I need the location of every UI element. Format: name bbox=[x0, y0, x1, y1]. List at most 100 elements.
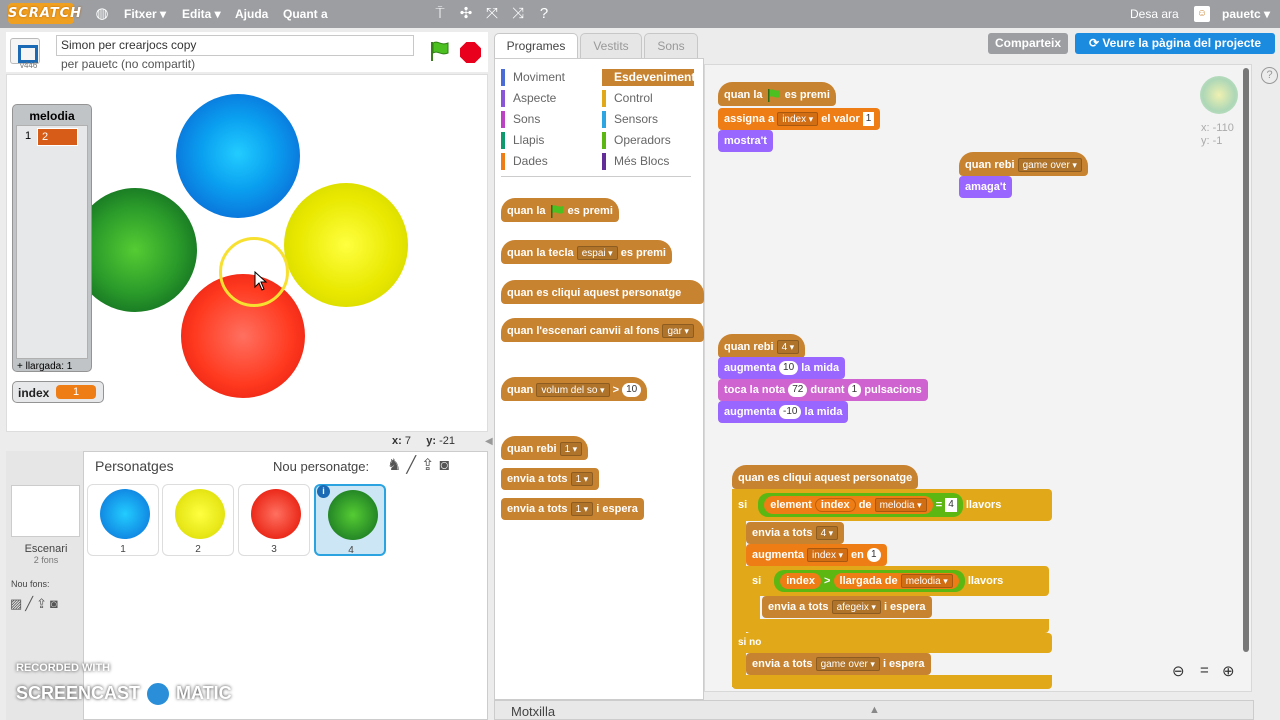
message-dropdown[interactable]: 1 bbox=[570, 472, 594, 487]
value-input[interactable]: 1 bbox=[862, 112, 875, 127]
sensor-dropdown[interactable]: volum del so bbox=[536, 383, 610, 398]
category-sound[interactable]: Sons bbox=[501, 111, 540, 128]
greater-than-operator[interactable]: index > llargada de melodia bbox=[774, 570, 965, 593]
menu-about[interactable]: Quant a bbox=[283, 7, 328, 21]
value-input[interactable]: 1 bbox=[866, 548, 881, 563]
note-input[interactable]: 72 bbox=[788, 383, 808, 398]
help-icon[interactable]: ? bbox=[1261, 67, 1278, 84]
green-flag-icon[interactable] bbox=[428, 40, 450, 62]
script-when-receive-4[interactable]: quan rebi 4 bbox=[718, 334, 806, 358]
list-dropdown[interactable]: melodia bbox=[874, 498, 927, 513]
tab-sounds[interactable]: Sons bbox=[644, 33, 698, 58]
script-when-receive-game-over[interactable]: quan rebi game over bbox=[959, 152, 1088, 176]
image-icon[interactable]: ▨ bbox=[10, 596, 26, 611]
help-icon[interactable]: ? bbox=[539, 5, 549, 22]
value-input[interactable]: -10 bbox=[779, 405, 802, 420]
script-change-variable[interactable]: augmenta index en 1 bbox=[746, 544, 887, 566]
palette-broadcast-and-wait[interactable]: envia a tots 1 i espera bbox=[501, 498, 644, 520]
script-change-size-negative[interactable]: augmenta -10 la mida bbox=[718, 401, 849, 423]
script-show[interactable]: mostra't bbox=[718, 130, 773, 152]
upload-icon[interactable]: ⇪ bbox=[36, 596, 51, 611]
project-title-input[interactable]: Simon per crearjocs copy bbox=[56, 35, 414, 56]
script-hide[interactable]: amaga't bbox=[959, 176, 1013, 198]
menu-help[interactable]: Ajuda bbox=[235, 7, 269, 21]
message-dropdown[interactable]: 4 bbox=[815, 526, 839, 541]
sprite-green-circle[interactable] bbox=[73, 188, 197, 312]
script-set-variable[interactable]: assigna a index el valor 1 bbox=[718, 108, 881, 130]
value-input[interactable]: 10 bbox=[622, 383, 642, 398]
category-pen[interactable]: Llapis bbox=[501, 132, 544, 149]
list-monitor-melodia[interactable]: melodia 1 2 + llargada: 1 bbox=[12, 104, 92, 372]
cut-icon[interactable]: ✣ bbox=[459, 5, 473, 22]
script-when-sprite-clicked[interactable]: quan es cliqui aquest personatge bbox=[732, 465, 919, 489]
shrink-icon[interactable]: ⤨ bbox=[511, 5, 524, 22]
upload-icon[interactable]: ⇪ bbox=[420, 457, 440, 474]
zoom-in-icon[interactable]: ⊕ bbox=[1222, 663, 1235, 680]
sprite-yellow-circle[interactable] bbox=[284, 183, 408, 307]
palette-when-receive[interactable]: quan rebi 1 bbox=[501, 436, 589, 460]
duplicate-icon[interactable]: ⍑ bbox=[435, 5, 445, 22]
category-events[interactable]: Esdeveniments bbox=[602, 69, 702, 86]
paint-icon[interactable]: ╱ bbox=[25, 596, 37, 611]
collapse-stage-icon[interactable]: ◀ bbox=[485, 436, 493, 447]
tab-costumes[interactable]: Vestits bbox=[580, 33, 642, 58]
sprite-thumb-1[interactable]: 1 bbox=[87, 484, 159, 556]
user-menu[interactable]: pauetc ▾ bbox=[1222, 7, 1271, 21]
library-icon[interactable]: ♞ bbox=[387, 457, 407, 474]
script-when-flag-clicked[interactable]: quan la es premi bbox=[718, 82, 836, 106]
share-button[interactable]: Comparteix bbox=[988, 33, 1068, 54]
paint-icon[interactable]: ╱ bbox=[406, 457, 421, 474]
stage-thumbnail[interactable] bbox=[11, 485, 80, 537]
palette-when-loudness[interactable]: quan volum del so > 10 bbox=[501, 377, 648, 401]
scratch-logo[interactable]: SCRATCH bbox=[8, 3, 81, 24]
zoom-out-icon[interactable]: ⊖ bbox=[1172, 663, 1185, 680]
script-if-block[interactable]: si element index de melodia = 4 llavors bbox=[732, 489, 1052, 521]
index-reporter[interactable]: index bbox=[780, 573, 821, 590]
key-dropdown[interactable]: espai bbox=[576, 246, 618, 261]
palette-when-flag-clicked[interactable]: quan la es premi bbox=[501, 198, 619, 222]
backpack-bar[interactable]: Motxilla▲ bbox=[494, 700, 1254, 720]
category-more-blocks[interactable]: Més Blocs bbox=[602, 153, 669, 170]
beats-input[interactable]: 1 bbox=[847, 383, 862, 398]
palette-broadcast[interactable]: envia a tots 1 bbox=[501, 468, 600, 490]
value-input[interactable]: 10 bbox=[779, 361, 799, 376]
message-dropdown[interactable]: game over bbox=[1017, 158, 1082, 173]
sprite-blue-circle[interactable] bbox=[176, 94, 300, 218]
message-dropdown[interactable]: 1 bbox=[559, 442, 583, 457]
message-dropdown[interactable]: game over bbox=[815, 657, 880, 672]
sprite-thumb-3[interactable]: 3 bbox=[238, 484, 310, 556]
category-looks[interactable]: Aspecte bbox=[501, 90, 556, 107]
script-scrollbar[interactable] bbox=[1243, 68, 1249, 652]
globe-icon[interactable]: ◍ bbox=[95, 5, 109, 22]
list-item-value[interactable]: 2 bbox=[37, 128, 78, 146]
equals-operator[interactable]: element index de melodia = 4 bbox=[758, 493, 963, 518]
backdrop-dropdown[interactable]: gar bbox=[662, 324, 694, 339]
variable-dropdown[interactable]: index bbox=[777, 112, 819, 127]
category-data[interactable]: Dades bbox=[501, 153, 548, 170]
palette-when-sprite-clicked[interactable]: quan es cliqui aquest personatge bbox=[501, 280, 704, 304]
menu-file[interactable]: Fitxer ▾ bbox=[124, 7, 167, 21]
item-of-list-reporter[interactable]: element index de melodia bbox=[764, 496, 933, 515]
script-change-size[interactable]: augmenta 10 la mida bbox=[718, 357, 846, 379]
see-project-page-button[interactable]: ⟳ Veure la pàgina del projecte bbox=[1075, 33, 1275, 54]
index-reporter[interactable]: index bbox=[814, 498, 856, 513]
zoom-reset-icon[interactable]: = bbox=[1200, 662, 1209, 679]
script-broadcast-game-over-and-wait[interactable]: envia a tots game over i espera bbox=[746, 653, 931, 675]
category-control[interactable]: Control bbox=[602, 90, 653, 107]
category-sensing[interactable]: Sensors bbox=[602, 111, 658, 128]
category-operators[interactable]: Operadors bbox=[602, 132, 671, 149]
chevron-up-icon[interactable]: ▲ bbox=[869, 704, 880, 716]
script-broadcast-afegeix-and-wait[interactable]: envia a tots afegeix i espera bbox=[762, 596, 932, 618]
user-avatar[interactable]: ☺ bbox=[1194, 6, 1210, 22]
script-inner-if-block[interactable]: si index > llargada de melodia llavors bbox=[746, 566, 1049, 596]
grow-icon[interactable]: ⤧ bbox=[485, 5, 498, 22]
sprite-thumb-2[interactable]: 2 bbox=[162, 484, 234, 556]
message-dropdown[interactable]: afegeix bbox=[831, 600, 881, 615]
script-broadcast-4[interactable]: envia a tots 4 bbox=[746, 522, 845, 544]
variable-dropdown[interactable]: index bbox=[807, 548, 848, 563]
fullscreen-button[interactable] bbox=[10, 38, 40, 64]
category-motion[interactable]: Moviment bbox=[501, 69, 565, 86]
message-dropdown[interactable]: 1 bbox=[570, 502, 594, 517]
length-of-list-reporter[interactable]: llargada de melodia bbox=[833, 573, 959, 590]
